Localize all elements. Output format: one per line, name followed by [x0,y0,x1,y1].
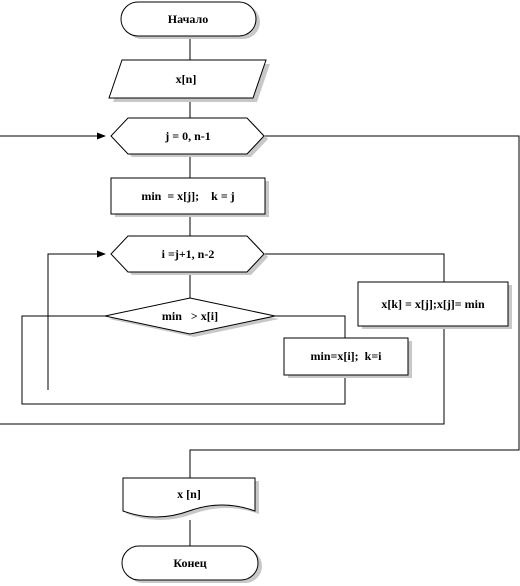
condition-label: min > x[i] [162,309,218,323]
update-label: min=x[i]; k=i [310,349,382,363]
init-block: min = x[j]; k = j [110,177,269,217]
outer-loop-label: j = 0, n-1 [164,129,211,143]
start-terminal: Начало [120,1,260,39]
inner-loop-return-arrow [97,250,106,258]
end-label: Конец [173,556,206,570]
outer-loop-return-arrow [97,132,106,140]
inner-loop-exit [264,253,445,282]
swap-block: x[k] = x[j];x[j]= min [357,281,512,329]
output-label: x [n] [177,487,201,501]
end-terminal: Конец [121,545,262,583]
start-label: Начало [168,12,208,26]
update-block: min=x[i]; k=i [283,337,412,378]
inner-loop-label: i =j+1, n-2 [162,247,215,261]
condition-left-branch [21,315,346,405]
init-label: min = x[j]; k = j [141,189,234,203]
condition-block: min > x[i] [104,297,279,337]
outer-loop-block: j = 0, n-1 [110,117,268,157]
condition-right-branch [275,315,346,338]
inner-loop-return [47,253,98,390]
input-label: x[n] [176,72,197,86]
input-block: x[n] [108,59,270,102]
connectors [0,38,520,546]
output-block: x [n] [122,477,259,520]
outer-loop-exit [189,135,520,478]
inner-loop-block: i =j+1, n-2 [110,235,268,275]
swap-to-outer-return [0,326,445,425]
swap-label: x[k] = x[j];x[j]= min [381,297,485,311]
